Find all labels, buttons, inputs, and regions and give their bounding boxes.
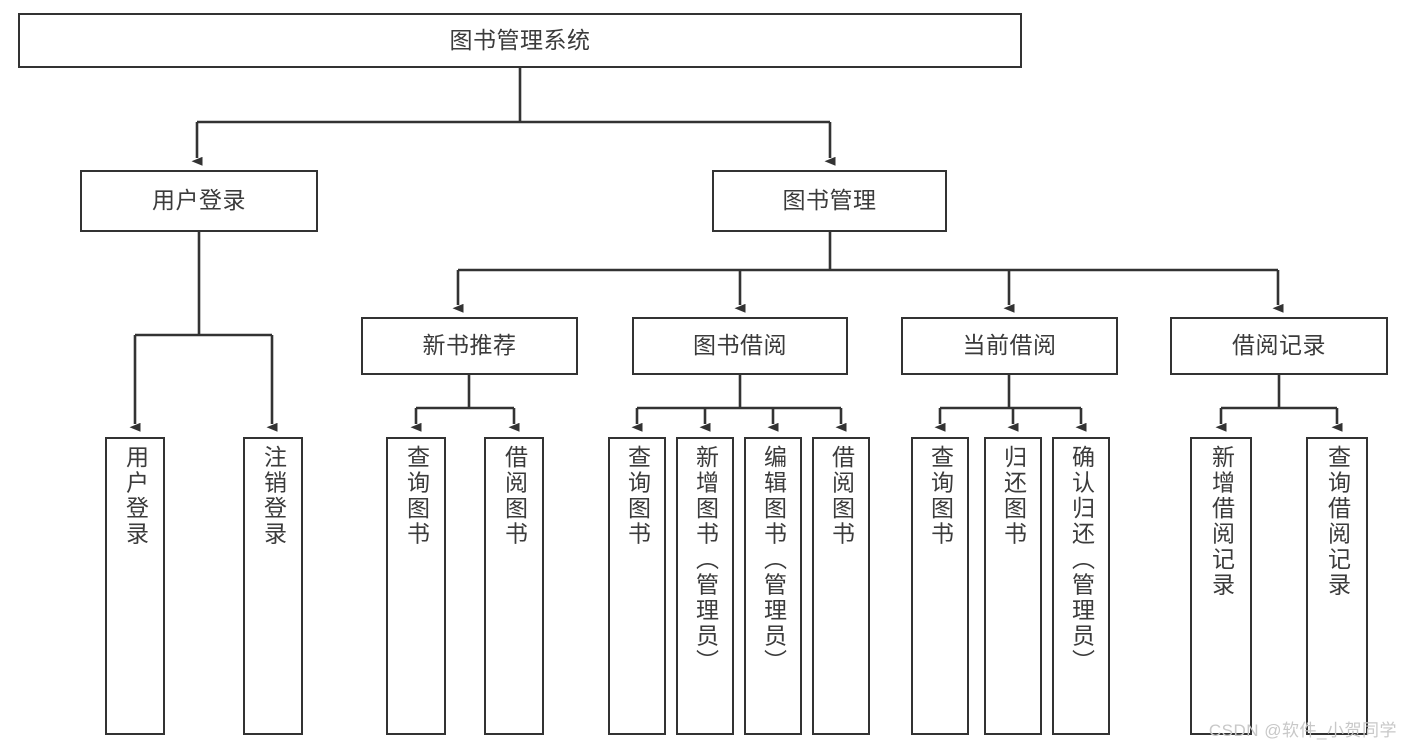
node-user-login-label: 用户登录: [152, 187, 246, 214]
node-new-book-recommend-label: 新书推荐: [422, 332, 517, 359]
leaf-add-borrow-record[interactable]: 新增借阅记录: [1190, 437, 1252, 735]
leaf-logout-label: 注销登录: [260, 445, 287, 547]
node-current-borrow-label: 当前借阅: [962, 332, 1057, 359]
leaf-logout[interactable]: 注销登录: [243, 437, 303, 735]
leaf-query-book-recommend-label: 查询图书: [403, 445, 430, 547]
leaf-query-borrow-record-label: 查询借阅记录: [1324, 445, 1351, 598]
leaf-confirm-return-admin-label: 确认归还（管理员）: [1068, 445, 1095, 675]
leaf-query-book-current-label: 查询图书: [927, 445, 954, 547]
node-borrow-record[interactable]: 借阅记录: [1170, 317, 1388, 375]
node-current-borrow[interactable]: 当前借阅: [901, 317, 1118, 375]
leaf-user-login[interactable]: 用户登录: [105, 437, 165, 735]
leaf-return-book[interactable]: 归还图书: [984, 437, 1042, 735]
node-root[interactable]: 图书管理系统: [18, 13, 1022, 68]
node-new-book-recommend[interactable]: 新书推荐: [361, 317, 578, 375]
leaf-user-login-label: 用户登录: [122, 445, 149, 547]
node-user-login[interactable]: 用户登录: [80, 170, 318, 232]
node-book-borrow-label: 图书借阅: [693, 332, 787, 359]
leaf-add-book-admin[interactable]: 新增图书（管理员）: [676, 437, 734, 735]
leaf-borrow-book-recommend[interactable]: 借阅图书: [484, 437, 544, 735]
node-borrow-record-label: 借阅记录: [1232, 332, 1326, 359]
node-book-borrow[interactable]: 图书借阅: [632, 317, 848, 375]
leaf-query-book-borrow[interactable]: 查询图书: [608, 437, 666, 735]
csdn-watermark: CSDN @软件_小贺同学: [1208, 721, 1397, 740]
leaf-add-book-admin-label: 新增图书（管理员）: [692, 445, 719, 675]
leaf-borrow-book-recommend-label: 借阅图书: [501, 445, 528, 547]
leaf-query-book-borrow-label: 查询图书: [624, 445, 651, 547]
leaf-edit-book-admin-label: 编辑图书（管理员）: [760, 445, 787, 675]
leaf-borrow-book[interactable]: 借阅图书: [812, 437, 870, 735]
leaf-add-borrow-record-label: 新增借阅记录: [1208, 445, 1235, 598]
leaf-query-borrow-record[interactable]: 查询借阅记录: [1306, 437, 1368, 735]
leaf-confirm-return-admin[interactable]: 确认归还（管理员）: [1052, 437, 1110, 735]
node-book-management[interactable]: 图书管理: [712, 170, 947, 232]
leaf-query-book-recommend[interactable]: 查询图书: [386, 437, 446, 735]
node-root-label: 图书管理系统: [449, 26, 591, 53]
leaf-return-book-label: 归还图书: [1000, 445, 1027, 547]
leaf-borrow-book-label: 借阅图书: [828, 445, 855, 547]
node-book-management-label: 图书管理: [782, 187, 877, 214]
leaf-edit-book-admin[interactable]: 编辑图书（管理员）: [744, 437, 802, 735]
leaf-query-book-current[interactable]: 查询图书: [911, 437, 969, 735]
